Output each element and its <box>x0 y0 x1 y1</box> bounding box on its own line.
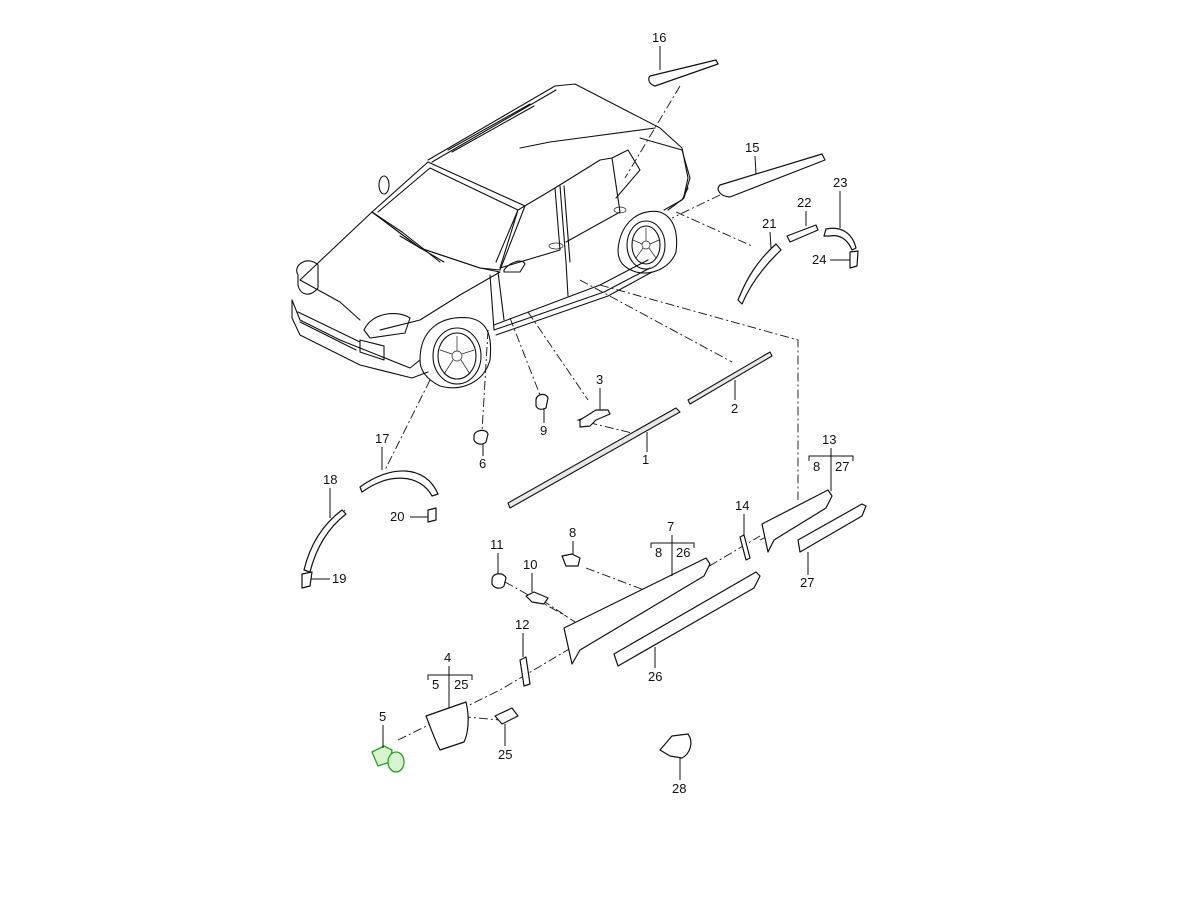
part-23 <box>823 227 857 251</box>
vehicle-illustration <box>291 83 691 389</box>
callout-13[interactable]: 13 8 27 <box>808 432 854 491</box>
callout-8[interactable]: 8 <box>569 525 576 554</box>
part-14 <box>739 534 751 561</box>
svg-text:16: 16 <box>652 30 666 45</box>
svg-text:18: 18 <box>323 472 337 487</box>
svg-text:24: 24 <box>812 252 826 267</box>
svg-text:8: 8 <box>569 525 576 540</box>
svg-text:12: 12 <box>515 617 529 632</box>
callout-19[interactable]: 19 <box>311 571 346 586</box>
callout-24[interactable]: 24 <box>812 252 850 267</box>
part-22 <box>786 224 819 243</box>
part-19 <box>301 571 313 589</box>
part-11 <box>491 573 507 589</box>
svg-text:22: 22 <box>797 195 811 210</box>
callout-9[interactable]: 9 <box>540 408 547 438</box>
svg-text:14: 14 <box>735 498 749 513</box>
part-20 <box>427 507 437 523</box>
part-26 <box>613 571 761 667</box>
svg-text:26: 26 <box>676 545 690 560</box>
callout-22[interactable]: 22 <box>797 195 811 226</box>
callout-25[interactable]: 25 <box>498 724 512 762</box>
svg-text:26: 26 <box>648 669 662 684</box>
svg-text:10: 10 <box>523 557 537 572</box>
part-5-highlighted[interactable] <box>371 745 405 773</box>
callout-1[interactable]: 1 <box>642 432 649 467</box>
part-4 <box>425 701 469 751</box>
svg-text:17: 17 <box>375 431 389 446</box>
svg-text:11: 11 <box>490 537 504 552</box>
svg-text:20: 20 <box>390 509 404 524</box>
callout-16[interactable]: 16 <box>652 30 666 70</box>
callout-23[interactable]: 23 <box>833 175 847 228</box>
parts <box>301 59 867 773</box>
part-25 <box>494 707 519 725</box>
callout-28[interactable]: 28 <box>672 757 686 796</box>
callout-10[interactable]: 10 <box>523 557 537 592</box>
callout-15[interactable]: 15 <box>745 140 759 175</box>
part-10 <box>525 591 549 605</box>
svg-text:2: 2 <box>731 401 738 416</box>
part-6 <box>473 429 489 445</box>
part-7 <box>563 557 711 665</box>
callout-26[interactable]: 26 <box>648 647 662 684</box>
part-15 <box>717 153 826 198</box>
svg-text:28: 28 <box>672 781 686 796</box>
callout-27[interactable]: 27 <box>800 552 814 590</box>
svg-text:1: 1 <box>642 452 649 467</box>
callout-17[interactable]: 17 <box>375 431 389 470</box>
callout-2[interactable]: 2 <box>731 380 738 416</box>
svg-text:5: 5 <box>432 677 439 692</box>
part-12 <box>519 656 531 687</box>
part-9 <box>535 393 549 410</box>
svg-text:5: 5 <box>379 709 386 724</box>
callout-4[interactable]: 4 5 25 <box>427 650 473 708</box>
callout-11[interactable]: 11 <box>490 537 504 574</box>
svg-text:27: 27 <box>800 575 814 590</box>
part-8 <box>561 553 581 567</box>
part-17 <box>359 470 439 497</box>
part-3 <box>579 409 611 428</box>
svg-text:25: 25 <box>498 747 512 762</box>
part-16 <box>648 59 719 87</box>
callout-12[interactable]: 12 <box>515 617 529 657</box>
svg-text:8: 8 <box>813 459 820 474</box>
callout-5[interactable]: 5 <box>379 709 386 748</box>
svg-text:15: 15 <box>745 140 759 155</box>
svg-text:23: 23 <box>833 175 847 190</box>
part-2 <box>687 351 773 405</box>
callout-7[interactable]: 7 8 26 <box>650 519 695 576</box>
callout-20[interactable]: 20 <box>390 509 428 524</box>
part-1 <box>507 407 681 509</box>
callout-6[interactable]: 6 <box>479 444 486 471</box>
callout-18[interactable]: 18 <box>323 472 337 518</box>
part-21 <box>737 243 782 305</box>
part-13 <box>761 489 833 553</box>
callout-3[interactable]: 3 <box>596 372 603 410</box>
part-18 <box>303 509 347 573</box>
part-28 <box>659 733 692 759</box>
svg-text:19: 19 <box>332 571 346 586</box>
svg-text:27: 27 <box>835 459 849 474</box>
part-27 <box>797 503 867 553</box>
svg-text:13: 13 <box>822 432 836 447</box>
svg-text:7: 7 <box>667 519 674 534</box>
part-24 <box>849 250 859 269</box>
svg-text:8: 8 <box>655 545 662 560</box>
svg-text:6: 6 <box>479 456 486 471</box>
callout-21[interactable]: 21 <box>762 216 776 249</box>
svg-text:4: 4 <box>444 650 451 665</box>
svg-text:25: 25 <box>454 677 468 692</box>
svg-text:3: 3 <box>596 372 603 387</box>
svg-text:21: 21 <box>762 216 776 231</box>
svg-text:9: 9 <box>540 423 547 438</box>
callout-14[interactable]: 14 <box>735 498 749 535</box>
